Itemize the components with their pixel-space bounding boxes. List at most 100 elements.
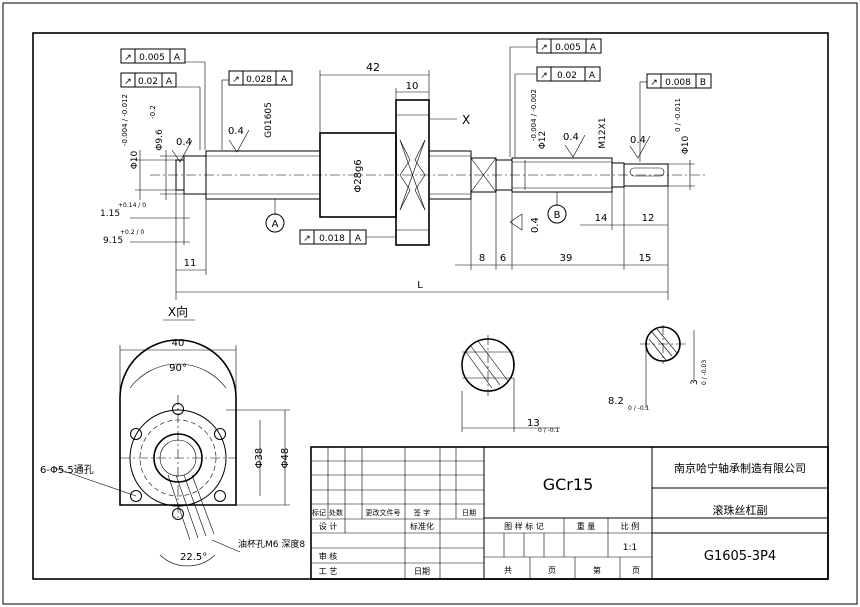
svg-text:M12X1: M12X1 [598, 117, 608, 148]
svg-text:日期: 日期 [462, 509, 476, 517]
svg-text:1.15: 1.15 [100, 209, 120, 219]
title-block [310, 446, 829, 580]
keyway-section-1 [461, 335, 560, 432]
svg-text:设 计: 设 计 [319, 521, 338, 531]
svg-text:↗: ↗ [232, 75, 240, 85]
svg-text:6-Φ5.5通孔: 6-Φ5.5通孔 [40, 464, 94, 476]
svg-text:Φ28g6: Φ28g6 [353, 159, 364, 192]
svg-text:0 / -0.1: 0 / -0.1 [538, 427, 560, 434]
svg-text:图 样 标 记: 图 样 标 记 [504, 521, 544, 531]
svg-text:8: 8 [479, 253, 485, 264]
svg-text:Φ10: Φ10 [130, 150, 140, 169]
svg-text:Φ10: Φ10 [681, 135, 691, 154]
svg-text:0.005: 0.005 [139, 53, 165, 63]
svg-text:G01605: G01605 [264, 102, 274, 138]
bolt-hole [214, 428, 226, 440]
svg-text:0.4: 0.4 [176, 137, 192, 148]
svg-text:工 艺: 工 艺 [319, 567, 338, 576]
svg-text:标记: 标记 [312, 508, 326, 517]
material-text: GCr15 [543, 475, 594, 494]
svg-text:A: A [355, 234, 362, 244]
svg-text:-0.004 / -0.012: -0.004 / -0.012 [121, 94, 129, 146]
svg-text:6: 6 [500, 253, 506, 264]
svg-text:+0.14 / 0: +0.14 / 0 [118, 202, 146, 209]
flange-end-view [119, 339, 237, 541]
svg-text:0 / -0.011: 0 / -0.011 [674, 98, 682, 132]
svg-text:40: 40 [172, 338, 185, 349]
svg-text:22.5°: 22.5° [180, 552, 207, 563]
svg-text:8.2: 8.2 [608, 396, 624, 407]
svg-text:12: 12 [642, 213, 655, 224]
svg-text:A: A [590, 43, 597, 53]
svg-text:90°: 90° [169, 363, 187, 374]
svg-text:13: 13 [527, 418, 540, 429]
datum-b-marker [547, 204, 567, 224]
bolt-hole [130, 490, 142, 502]
svg-text:审 核: 审 核 [319, 551, 338, 561]
bolt-hole [214, 490, 226, 502]
bolt-hole [130, 428, 142, 440]
svg-text:-0.2: -0.2 [149, 105, 157, 119]
svg-text:页: 页 [548, 566, 556, 575]
svg-text:Φ48: Φ48 [280, 448, 291, 469]
bolt-hole [172, 403, 184, 415]
svg-text:更改文件号: 更改文件号 [366, 508, 401, 517]
tol-frame-top-right-2: ↗ 0.02 A [536, 66, 601, 82]
svg-text:42: 42 [366, 61, 380, 74]
svg-text:签 字: 签 字 [414, 508, 430, 517]
svg-text:11: 11 [184, 258, 197, 269]
svg-text:1:1: 1:1 [623, 543, 637, 553]
svg-text:-0.004 / -0.002: -0.004 / -0.002 [530, 89, 538, 141]
svg-text:0.008: 0.008 [665, 78, 691, 88]
svg-text:B: B [700, 78, 706, 88]
tol-frame-top-right-3: ↗ 0.008 B [646, 73, 712, 89]
svg-text:0.028: 0.028 [246, 75, 272, 85]
datum-a-marker [265, 213, 285, 233]
svg-text:L: L [417, 280, 423, 291]
flange-outline [119, 339, 237, 506]
drawing-number: G1605-3P4 [704, 549, 776, 564]
svg-text:↗: ↗ [124, 53, 132, 63]
tol-frame-nut: ↗ 0.018 A [299, 229, 367, 245]
svg-text:0.005: 0.005 [555, 43, 581, 53]
svg-text:比 例: 比 例 [621, 521, 640, 531]
svg-text:0.4: 0.4 [228, 126, 244, 137]
nut-flange [395, 99, 430, 246]
svg-text:共: 共 [504, 566, 512, 575]
svg-text:B: B [554, 210, 561, 221]
svg-text:Φ38: Φ38 [254, 448, 265, 469]
svg-text:15: 15 [639, 253, 652, 264]
svg-text:A: A [174, 53, 181, 63]
svg-text:+0.2 / 0: +0.2 / 0 [120, 229, 144, 236]
tol-frame-top-left-3: ↗ 0.028 A [228, 70, 293, 86]
part-name: 滚珠丝杠副 [713, 503, 768, 517]
svg-text:↗: ↗ [303, 234, 311, 244]
svg-text:↗: ↗ [540, 71, 548, 81]
company-name: 南京哈宁轴承制造有限公司 [674, 461, 806, 475]
svg-text:0 / -0.1: 0 / -0.1 [628, 405, 650, 412]
svg-text:油杯孔M6 深度8: 油杯孔M6 深度8 [238, 538, 305, 550]
svg-text:10: 10 [406, 81, 419, 92]
svg-text:39: 39 [560, 253, 573, 264]
svg-text:处数: 处数 [329, 508, 343, 517]
svg-text:日期: 日期 [414, 567, 430, 576]
shaft-main-view [150, 99, 705, 246]
svg-text:页: 页 [632, 566, 640, 575]
tol-frame-top-left-1: ↗ 0.005 A [120, 48, 186, 64]
keyway [629, 167, 665, 177]
svg-text:0.02: 0.02 [557, 71, 577, 81]
x-view-label: X向 [168, 304, 188, 319]
svg-text:A: A [166, 77, 173, 87]
svg-text:0.4: 0.4 [530, 217, 541, 233]
tol-frame-top-left-2: ↗ 0.02 A [120, 72, 177, 88]
tol-frame-top-right-1: ↗ 0.005 A [536, 38, 602, 54]
svg-text:0.4: 0.4 [563, 132, 579, 143]
svg-text:0.02: 0.02 [138, 77, 158, 87]
main-view-dimensions [130, 46, 695, 300]
roughness-symbols [171, 129, 651, 231]
flange-dimensions [54, 345, 290, 567]
svg-text:A: A [589, 71, 596, 81]
svg-text:第: 第 [593, 565, 601, 575]
